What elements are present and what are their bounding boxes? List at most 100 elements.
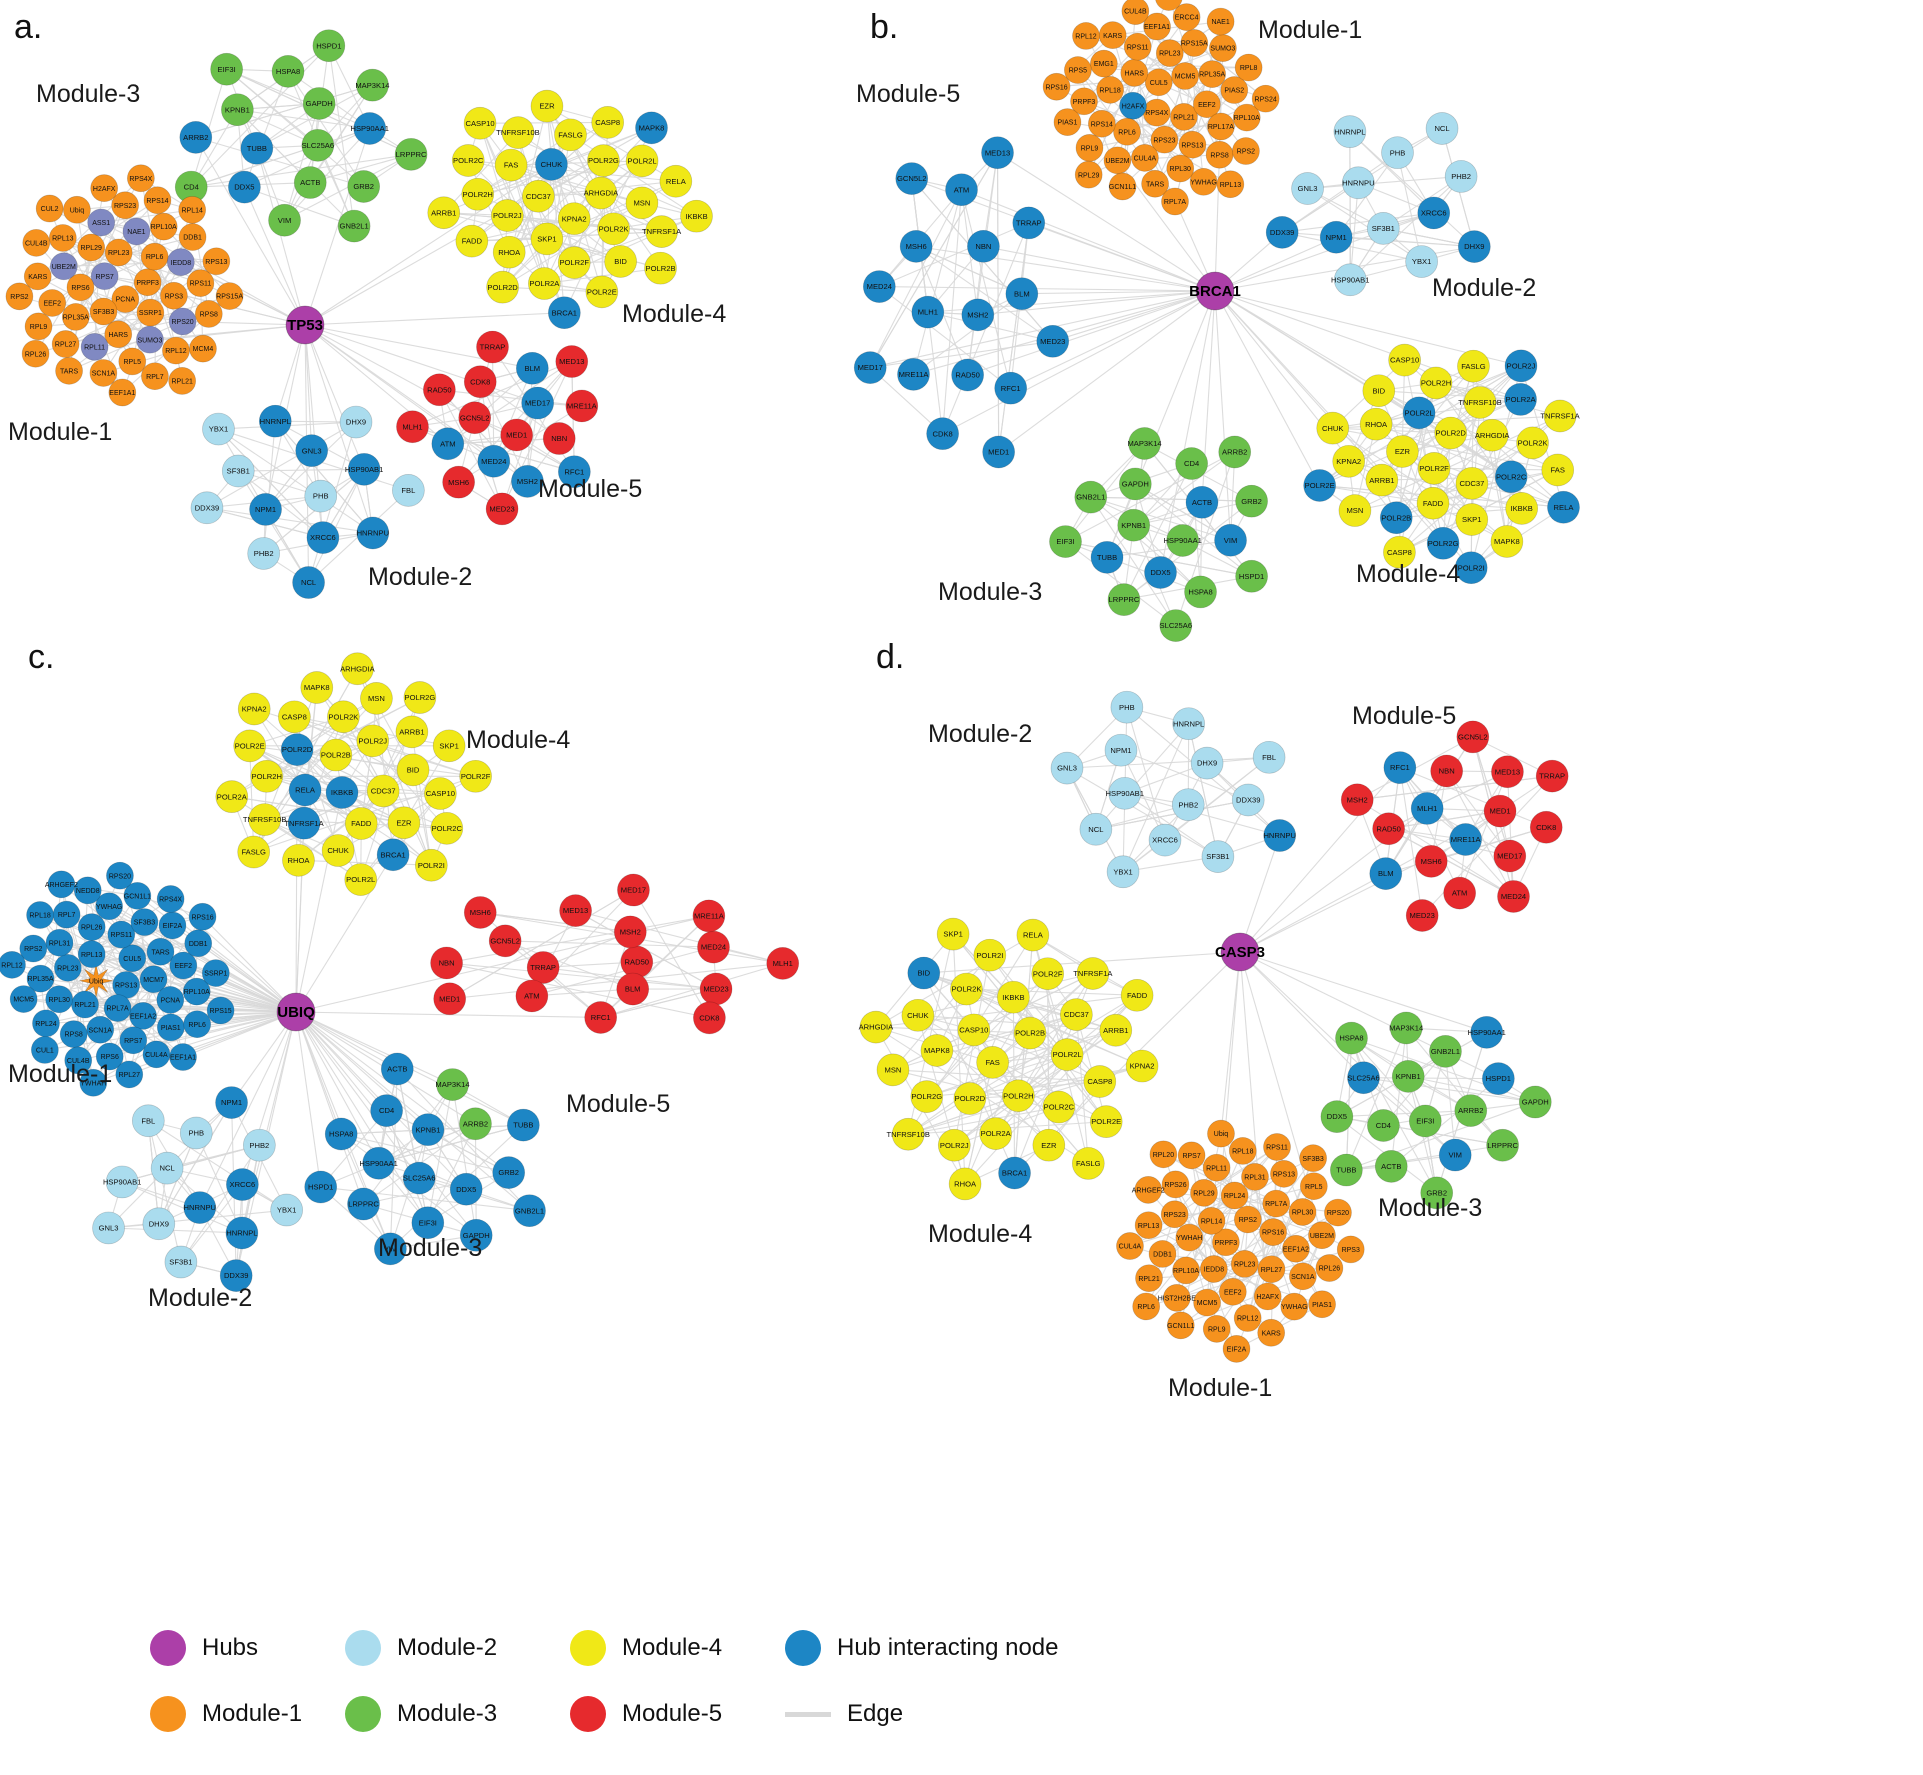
node-RPL26[interactable]	[77, 913, 106, 941]
node-SF3B1[interactable]	[164, 1245, 198, 1279]
node-RPL21[interactable]	[168, 367, 197, 395]
node-RPL9[interactable]	[24, 312, 53, 341]
node-POLR2I[interactable]	[973, 938, 1007, 972]
node-SF3B3[interactable]	[130, 908, 159, 936]
node-FADD[interactable]	[1120, 978, 1154, 1012]
node-POLR2J[interactable]	[490, 199, 524, 232]
node-RPS15[interactable]	[206, 996, 235, 1025]
node-POLR2D[interactable]	[953, 1082, 987, 1115]
node-RAD50[interactable]	[423, 373, 456, 407]
node-NBN[interactable]	[430, 946, 463, 980]
node-RFC1[interactable]	[1383, 751, 1417, 784]
node-ARHGDIA[interactable]	[341, 652, 374, 686]
node-RPL5[interactable]	[1299, 1172, 1328, 1201]
node-CDK8[interactable]	[463, 365, 497, 399]
node-RPS16[interactable]	[188, 902, 217, 931]
node-NEDD8[interactable]	[73, 876, 102, 905]
node-RPL21[interactable]	[1170, 103, 1198, 131]
node-DHX9[interactable]	[142, 1207, 176, 1241]
node-CHUK[interactable]	[535, 148, 568, 181]
node-IEDD8[interactable]	[1199, 1255, 1228, 1283]
node-SKP1[interactable]	[936, 917, 970, 951]
node-ARRB1[interactable]	[1365, 463, 1399, 497]
node-RPS20[interactable]	[168, 307, 197, 336]
node-EZR[interactable]	[1386, 435, 1419, 468]
node-EZR[interactable]	[1032, 1128, 1066, 1162]
node-POLR2J[interactable]	[356, 724, 390, 758]
node-ACTB[interactable]	[293, 166, 327, 199]
node-ACTB[interactable]	[1374, 1150, 1408, 1183]
node-RPS23[interactable]	[1150, 125, 1179, 154]
node-TNFRSF10B[interactable]	[1463, 386, 1497, 419]
node-RPS4X[interactable]	[127, 164, 155, 193]
node-RPL10A[interactable]	[149, 212, 178, 241]
node-GAPDH[interactable]	[1518, 1085, 1552, 1119]
node-UBE2M[interactable]	[1103, 146, 1132, 175]
node-FAS[interactable]	[494, 148, 528, 182]
node-GNL3[interactable]	[92, 1211, 125, 1245]
node-CDK8[interactable]	[926, 417, 959, 451]
node-BRCA1[interactable]	[376, 838, 410, 872]
node-LRPPRC[interactable]	[1107, 583, 1141, 616]
node-SKP1[interactable]	[432, 729, 466, 763]
node-RPL10A[interactable]	[1232, 103, 1261, 132]
node-TRRAP[interactable]	[476, 330, 509, 364]
node-TUBB[interactable]	[1090, 540, 1124, 574]
node-MED24[interactable]	[477, 444, 511, 478]
node-YBX1[interactable]	[270, 1193, 303, 1227]
node-UBE2M[interactable]	[49, 252, 78, 281]
node-DDX5[interactable]	[1144, 556, 1177, 589]
node-CUL5[interactable]	[1144, 68, 1173, 97]
node-HSP90AB1[interactable]	[1333, 263, 1367, 297]
node-CASP8[interactable]	[1383, 535, 1416, 569]
node-MSH2[interactable]	[613, 915, 647, 949]
node-POLR2A[interactable]	[215, 780, 249, 814]
node-DDX5[interactable]	[1320, 1100, 1354, 1133]
node-ASS1[interactable]	[87, 208, 116, 237]
node-POLR2I[interactable]	[1454, 551, 1488, 585]
node-MSN[interactable]	[360, 682, 393, 715]
node-ACTB[interactable]	[380, 1052, 414, 1086]
node-YWHAG[interactable]	[1189, 167, 1218, 196]
node-NPM1[interactable]	[249, 493, 282, 526]
node-HSPA8[interactable]	[1335, 1021, 1368, 1055]
node-POLR2F[interactable]	[459, 759, 492, 793]
node-LRPPRC[interactable]	[394, 137, 428, 171]
node-RPL18[interactable]	[1096, 76, 1124, 104]
node-ATM[interactable]	[945, 173, 978, 207]
node-POLR2D[interactable]	[486, 270, 519, 304]
node-FAS[interactable]	[1541, 453, 1575, 487]
node-FBL[interactable]	[1252, 740, 1286, 774]
node-MED1[interactable]	[500, 418, 534, 452]
node-MED17[interactable]	[521, 386, 554, 420]
node-RHOA[interactable]	[282, 843, 315, 877]
node-RELA[interactable]	[1016, 918, 1050, 952]
node-RPS13[interactable]	[1178, 130, 1207, 159]
node-RPL18[interactable]	[26, 901, 54, 929]
node-HIST2H2BE[interactable]	[1162, 1284, 1191, 1312]
node-POLR2F[interactable]	[1417, 452, 1451, 485]
node-POLR2G[interactable]	[403, 681, 437, 714]
node-POLR2J[interactable]	[937, 1128, 971, 1162]
node-RPS13[interactable]	[1270, 1159, 1298, 1188]
node-MED13[interactable]	[555, 345, 589, 378]
node-NAE1[interactable]	[122, 217, 151, 246]
node-BLM[interactable]	[515, 351, 549, 385]
node-RPL10A[interactable]	[182, 977, 211, 1006]
node-RPL23[interactable]	[104, 238, 133, 267]
node-RPS15A[interactable]	[215, 282, 244, 310]
node-PHB[interactable]	[1381, 136, 1414, 170]
node-RPS11[interactable]	[1263, 1133, 1291, 1161]
node-DDX39[interactable]	[1231, 783, 1265, 817]
node-RPL7[interactable]	[141, 362, 169, 391]
node-GCN5L2[interactable]	[895, 162, 929, 195]
node-ATM[interactable]	[515, 979, 549, 1013]
node-MCM5[interactable]	[9, 985, 38, 1013]
node-HSP90AB1[interactable]	[347, 452, 381, 486]
node-POLR2L[interactable]	[625, 144, 659, 178]
node-PCNA[interactable]	[111, 285, 140, 313]
node-XRCC6[interactable]	[1148, 823, 1182, 857]
node-MSH2[interactable]	[511, 465, 544, 498]
hub-node-CASP3[interactable]	[1220, 932, 1260, 972]
node-KPNB1[interactable]	[411, 1113, 445, 1147]
